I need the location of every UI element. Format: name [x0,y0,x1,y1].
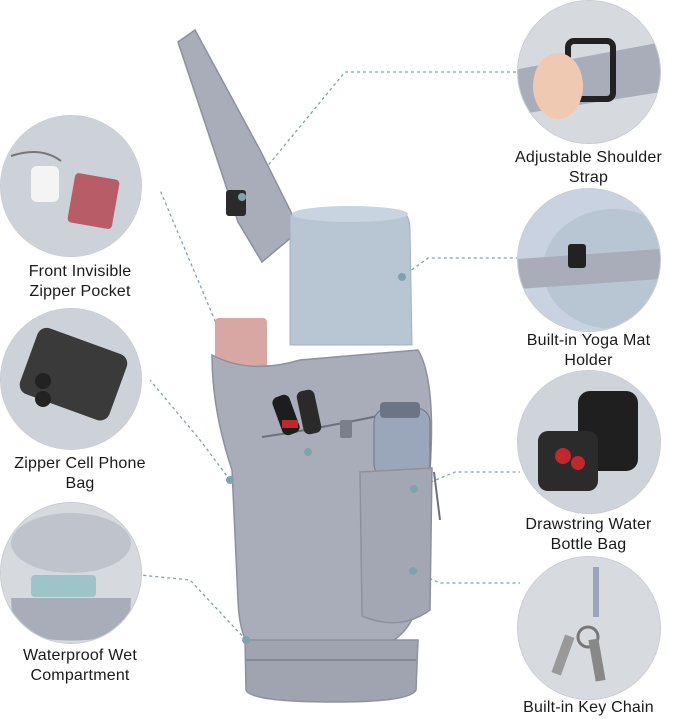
phone-bag-detail-circle [0,308,142,450]
bottle-pouch [359,467,433,624]
label-mat-holder: Built-in Yoga Mat Holder [526,332,651,369]
front-pocket-detail-circle [0,115,142,257]
label-adjustable-strap: Adjustable Shoulder Strap [514,149,662,186]
zipper-pull-icon [340,420,352,438]
label-front-pocket: Front Invisible Zipper Pocket [28,263,132,300]
label-phone-bag: Zipper Cell Phone Bag [14,455,146,492]
yoga-mat-top [292,206,408,222]
label-water-bottle: Drawstring Water Bottle Bag [525,516,652,553]
label-wet-compartment: Waterproof Wet Compartment [23,647,137,684]
shoulder-strap [177,28,301,264]
water-bottle-detail-circle [517,370,661,514]
label-key-chain: Built-in Key Chain [523,699,654,716]
strap-detail-circle [517,0,661,144]
key-chain-detail-circle [517,556,661,700]
yoga-mat [289,209,413,346]
mat-holder-detail-circle [517,188,661,332]
jump-rope-handle-2 [296,389,322,435]
water-bottle-cap [380,402,420,418]
wet-compartment-detail-circle [0,502,142,644]
drawstring [433,471,441,521]
callout-dots [226,193,418,644]
water-bottle [373,407,431,479]
jump-rope-accent [282,420,298,428]
wet-compartment [244,639,419,703]
